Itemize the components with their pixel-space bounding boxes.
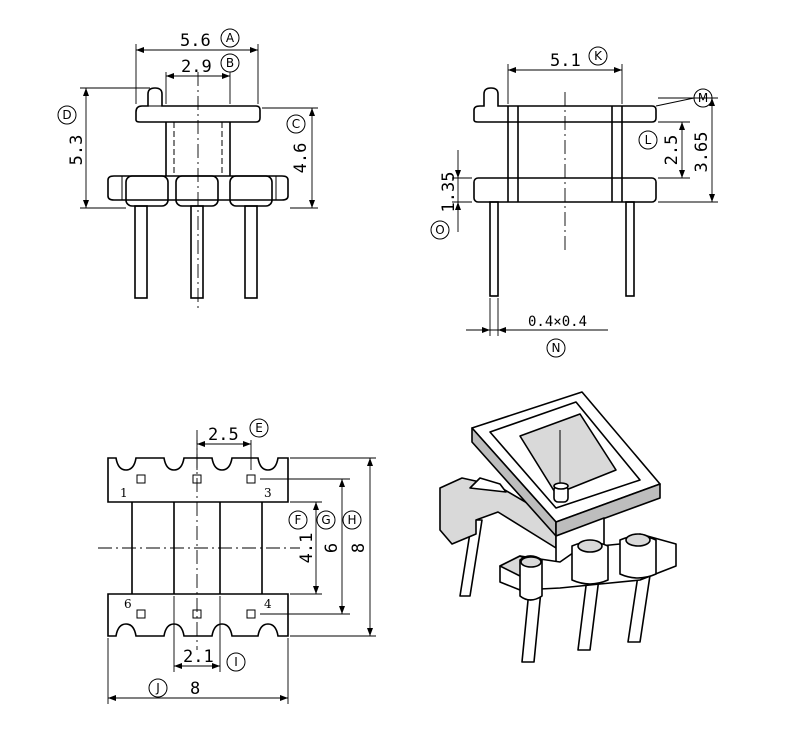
dim-width-top: 5.6 xyxy=(180,31,211,51)
callout-g: G xyxy=(321,513,330,527)
dim-total-length: 8 xyxy=(349,543,369,553)
callout-e: E xyxy=(255,421,263,435)
callout-o: O xyxy=(435,223,444,237)
dim-total-height: 5.3 xyxy=(67,135,87,166)
dim-center-width: 2.1 xyxy=(183,647,214,667)
callout-j: J xyxy=(155,681,160,695)
pin-label-6: 6 xyxy=(124,597,132,611)
callout-f: F xyxy=(295,513,302,527)
pin-label-3: 3 xyxy=(264,486,272,500)
dim-inner-width: 2.9 xyxy=(181,57,212,77)
pin-label-4: 4 xyxy=(264,597,272,611)
dim-side-height: 3.65 xyxy=(692,132,712,173)
callout-i: I xyxy=(234,655,238,669)
isometric-view xyxy=(439,391,677,663)
callout-a: A xyxy=(226,31,235,45)
dim-window-height: 2.5 xyxy=(662,135,682,166)
dim-pin-row-span: 6 xyxy=(322,543,342,553)
dim-flange-height: 4.6 xyxy=(291,143,311,174)
callout-d: D xyxy=(62,108,71,122)
front-view: 5.6 A 2.9 B 5.3 D 4.6 C xyxy=(57,28,318,312)
callout-n: N xyxy=(552,341,561,355)
callout-k: K xyxy=(594,49,603,63)
dim-total-width: 8 xyxy=(190,679,200,699)
callout-h: H xyxy=(347,513,356,527)
dim-inner-span: 4.1 xyxy=(297,533,317,564)
dim-side-width: 5.1 xyxy=(550,51,581,71)
side-view: 5.1 K M 2.5 L 3.65 1.35 O xyxy=(430,46,718,358)
callout-b: B xyxy=(226,56,234,70)
dim-pin-size: 0.4×0.4 xyxy=(528,314,587,330)
dim-base-thickness: 1.35 xyxy=(439,172,459,213)
callout-l: L xyxy=(645,133,652,147)
bottom-view: 1 3 6 4 2.5 E 4.1 F 6 G 8 xyxy=(98,418,376,704)
dim-pin-pitch: 2.5 xyxy=(208,425,239,445)
pin-label-1: 1 xyxy=(120,486,128,500)
callout-c: C xyxy=(292,117,300,131)
